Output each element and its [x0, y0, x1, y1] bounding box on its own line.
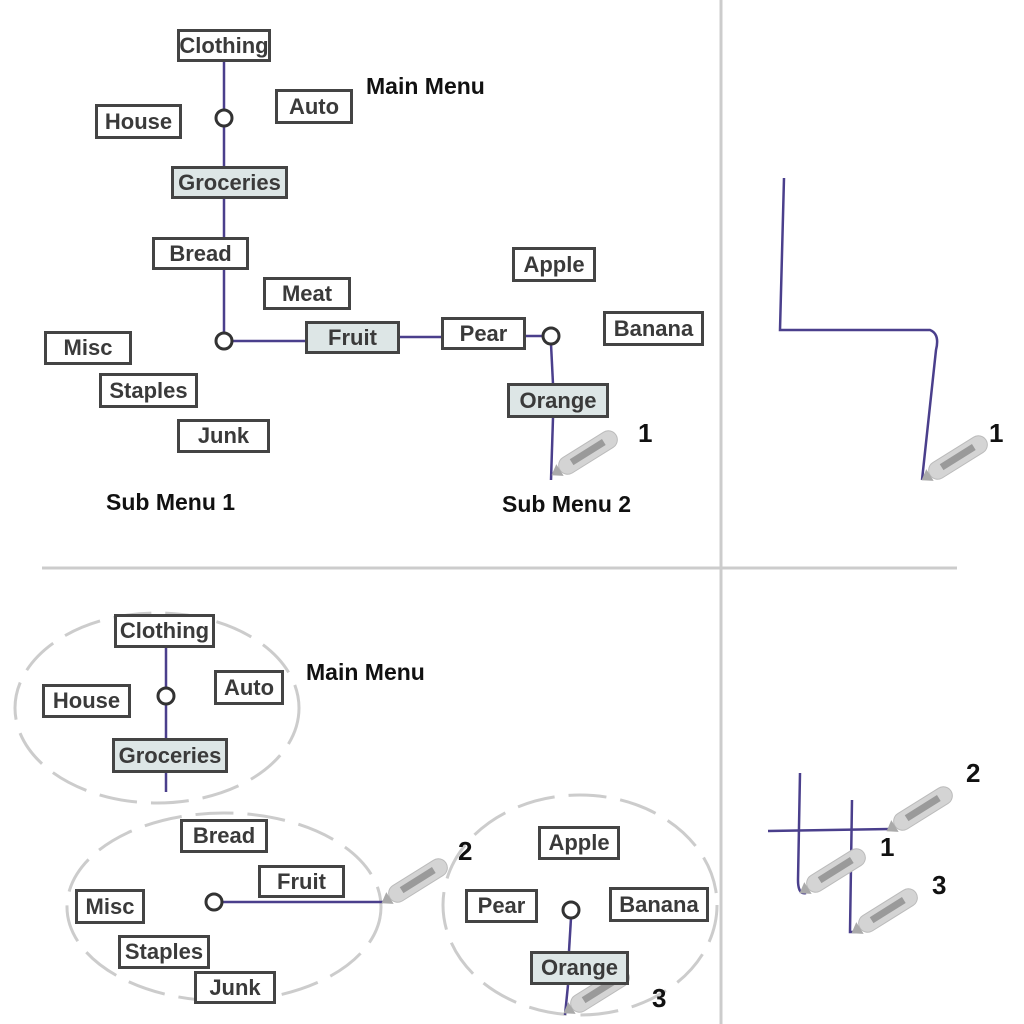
menu-item-orange[interactable]: Orange	[507, 383, 609, 418]
menu-item-groceries[interactable]: Groceries	[112, 738, 228, 773]
menu-item-apple[interactable]: Apple	[512, 247, 596, 282]
menu-item-auto[interactable]: Auto	[214, 670, 284, 705]
stroke-number: 3	[932, 870, 947, 900]
stroke-number: 2	[966, 758, 981, 788]
menu-item-staples[interactable]: Staples	[99, 373, 198, 408]
stroke-number: 3	[652, 983, 667, 1013]
menu-center-node	[541, 326, 561, 346]
menu-item-auto[interactable]: Auto	[275, 89, 353, 124]
menu-item-pear[interactable]: Pear	[441, 317, 526, 350]
menu-ellipse-main	[13, 611, 301, 805]
menu-item-groceries[interactable]: Groceries	[171, 166, 288, 199]
menu-center-node	[204, 892, 224, 912]
menu-item-orange[interactable]: Orange	[530, 951, 629, 985]
main-menu-label: Main Menu	[306, 659, 425, 685]
menu-item-pear[interactable]: Pear	[465, 889, 538, 923]
menu-center-node	[214, 331, 234, 351]
menu-path-top	[222, 62, 555, 481]
sub-menu-2-label: Sub Menu 2	[502, 491, 632, 517]
menu-ellipse-sub2	[441, 793, 719, 1017]
menu-item-fruit[interactable]: Fruit	[258, 865, 345, 898]
menu-item-misc[interactable]: Misc	[75, 889, 145, 924]
menu-item-house[interactable]: House	[42, 684, 131, 718]
stroke-number: 1	[989, 418, 1004, 448]
menu-center-node	[156, 686, 176, 706]
menu-item-staples[interactable]: Staples	[118, 935, 210, 969]
pen-icon	[794, 844, 870, 902]
menu-center-node	[561, 900, 581, 920]
menu-item-house[interactable]: House	[95, 104, 182, 139]
menu-item-junk[interactable]: Junk	[177, 419, 270, 453]
pen-icon	[546, 426, 622, 484]
pen-icon	[916, 431, 992, 489]
pen-icon	[881, 782, 957, 840]
stroke-number: 1	[880, 832, 895, 862]
pen-icon	[376, 854, 452, 912]
stroke-number: 2	[458, 836, 473, 866]
menu-item-banana[interactable]: Banana	[609, 887, 709, 922]
menu-ellipse-sub1	[65, 811, 383, 1003]
menu-item-bread[interactable]: Bread	[180, 819, 268, 853]
menu-item-apple[interactable]: Apple	[538, 826, 620, 860]
pen-icon	[846, 884, 922, 942]
menu-item-clothing[interactable]: Clothing	[177, 29, 271, 62]
mark-strokes-bottom	[767, 772, 893, 934]
mark-stroke	[778, 177, 939, 481]
menu-center-node	[214, 108, 234, 128]
main-menu-label: Main Menu	[366, 73, 485, 99]
menu-item-fruit[interactable]: Fruit	[305, 321, 400, 354]
menu-item-banana[interactable]: Banana	[603, 311, 704, 346]
menu-item-meat[interactable]: Meat	[263, 277, 351, 310]
stroke-number: 1	[638, 418, 653, 448]
menu-item-bread[interactable]: Bread	[152, 237, 249, 270]
sub-menu-1-label: Sub Menu 1	[106, 489, 236, 515]
menu-item-junk[interactable]: Junk	[194, 971, 276, 1004]
menu-item-misc[interactable]: Misc	[44, 331, 132, 365]
menu-item-clothing[interactable]: Clothing	[114, 614, 215, 648]
